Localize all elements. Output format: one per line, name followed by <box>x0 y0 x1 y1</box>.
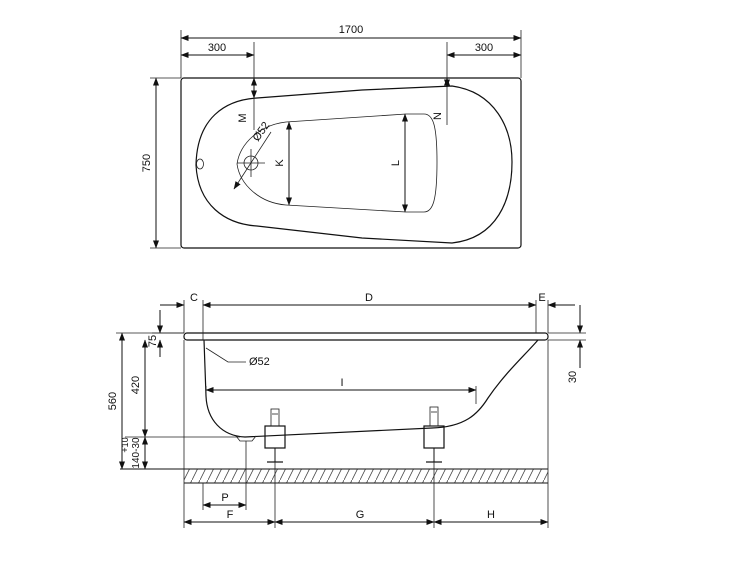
f-label: F <box>227 509 234 521</box>
h-label: H <box>487 509 495 521</box>
k-label: K <box>274 159 286 167</box>
i-label: I <box>340 377 343 389</box>
m-label: M <box>237 113 249 122</box>
height-rim-label: 420 <box>130 376 142 394</box>
height-total-label: 560 <box>107 392 119 410</box>
d-label: D <box>365 292 373 304</box>
rim-label: 75 <box>147 335 159 347</box>
tub-body-profile <box>203 339 539 438</box>
e-label: E <box>538 292 545 304</box>
tub-inner-basin <box>195 85 513 244</box>
l-label: L <box>390 160 402 166</box>
g-label: G <box>356 509 365 521</box>
right-leg <box>423 406 445 463</box>
thickness-label: 30 <box>567 371 579 383</box>
depth-label: 750 <box>141 154 153 172</box>
tub-rim <box>183 332 549 341</box>
left-offset-label: 300 <box>208 42 226 54</box>
width-label: 1700 <box>339 24 363 36</box>
tub-outer-rim <box>180 77 522 249</box>
leg-adjust-label: +10 <box>120 437 130 452</box>
p-label: P <box>221 492 228 504</box>
right-offset-label: 300 <box>475 42 493 54</box>
n-label: N <box>432 112 444 120</box>
side-view: C D E I Ø52 560 420 140-30 +10 75 30 <box>107 292 586 528</box>
overflow-oval <box>196 158 204 170</box>
leg-range-label: 140-30 <box>131 437 142 469</box>
c-label: C <box>190 292 198 304</box>
top-view: Ø52 1700 300 300 M N K L 750 <box>141 24 522 249</box>
floor-hatch <box>184 469 548 483</box>
side-drain-diameter-label: Ø52 <box>249 356 270 368</box>
